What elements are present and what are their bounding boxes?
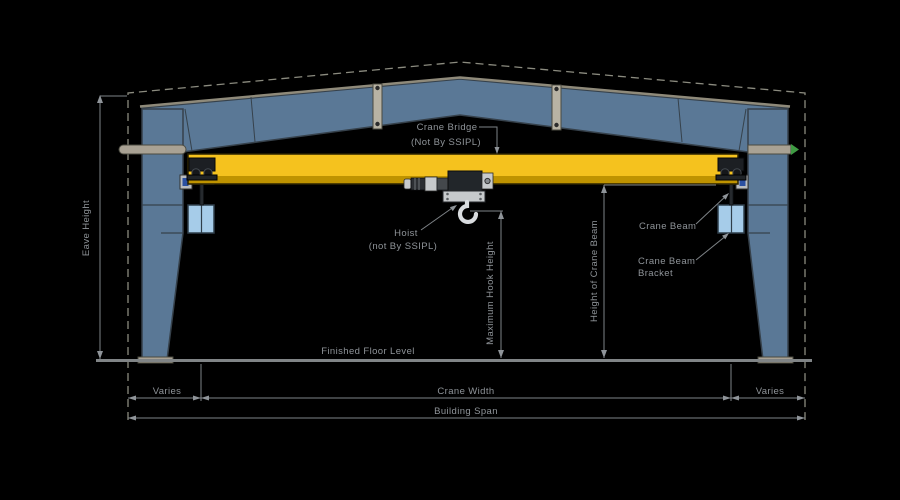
hoist-assembly [403,170,494,224]
arrow-icon [797,395,805,401]
right-eave-strut [747,144,792,155]
bolt-icon [479,192,482,196]
arrow-icon [128,415,136,421]
steel-frame [118,76,799,364]
left-knee-splice [184,108,193,152]
leader-lines [420,126,729,261]
hoist-body [447,170,483,192]
apex-splice-plate-left [372,83,383,130]
hoist-label: Hoist [394,228,418,239]
crane-width-label: Crane Width [437,386,494,397]
bolt-icon [375,121,380,127]
arrow-icon [722,193,729,200]
hoist-motor-block [424,176,438,192]
crane-bridge-label-2: (Not By SSIPL) [411,137,481,148]
arrow-icon [494,147,500,154]
arrow-icon [449,205,457,212]
hoist-bottom-block [442,190,486,203]
runway-end-stop-pad-right [739,178,746,186]
arrow-icon [498,211,504,219]
end-truck-body [188,157,216,172]
crane-bridge-top [188,154,738,176]
arrow-icon [731,395,739,401]
height-of-crane-beam-label: Height of Crane Beam [589,220,600,322]
arrow-icon [498,350,504,358]
crane-beam-label: Crane Beam [639,221,696,232]
hoist-motor-ribs [410,177,426,191]
runway-end-stop-pad-left [182,178,189,186]
hoist-drum-icon [484,177,491,185]
hoist-leader [420,205,456,231]
crane-beam-leader [695,194,728,225]
arrow-icon [193,395,201,401]
left-eave-strut [118,144,187,155]
arrow-icon [601,350,607,358]
right-column [747,108,789,361]
bolt-icon [479,197,482,201]
hook-icon [457,199,479,224]
bolt-icon [375,85,380,91]
bolt-icon [446,197,449,201]
hoist-label-2: (not By SSIPL) [369,241,437,252]
roof-ridge-line [139,76,791,108]
end-truck-body [717,157,745,172]
crane-beam-bracket-leader [695,234,728,261]
arrow-icon [201,395,209,401]
left-rafter-splice [250,96,256,143]
building-span-label: Building Span [434,406,498,417]
crane-beam-bracket-label: Crane Beam [638,256,695,267]
crane-rail-left [186,174,218,181]
arrow-icon [722,233,729,240]
hoist-motor-cap [403,178,412,190]
varies-right-label: Varies [756,386,785,397]
right-rafter-splice [677,97,683,143]
crane-rail-right [715,174,747,181]
arrow-icon [97,351,103,359]
crane-bridge-label: Crane Bridge [417,122,478,133]
crane-bridge-leader [479,126,498,150]
crane-beam-web-left [199,183,204,206]
eave-height-label: Eave Height [81,200,92,256]
bolt-icon [554,122,559,128]
arrow-icon [723,395,731,401]
finished-floor-level-label: Finished Floor Level [321,346,415,357]
arrow-icon [128,395,136,401]
max-hook-height-label: Maximum Hook Height [485,241,496,345]
left-column [141,108,184,361]
hoist-coupling [436,177,449,191]
dimensions [97,95,805,421]
eave-strut-arrow-icon [791,144,799,155]
right-knee-splice [738,108,747,152]
apex-splice-plate-right [551,84,562,131]
crane-beam-web-right [729,183,734,206]
varies-left-label: Varies [153,386,182,397]
bolt-icon [554,86,559,92]
crane-beam-bracket-label-2: Bracket [638,268,673,279]
arrow-icon [797,415,805,421]
arrow-icon [601,185,607,193]
bolt-icon [446,192,449,196]
end-truck-right [715,157,747,181]
end-truck-left [186,157,218,181]
arrow-icon [97,95,103,103]
text-labels: Crane Bridge (Not By SSIPL) Hoist (not B… [81,122,784,417]
